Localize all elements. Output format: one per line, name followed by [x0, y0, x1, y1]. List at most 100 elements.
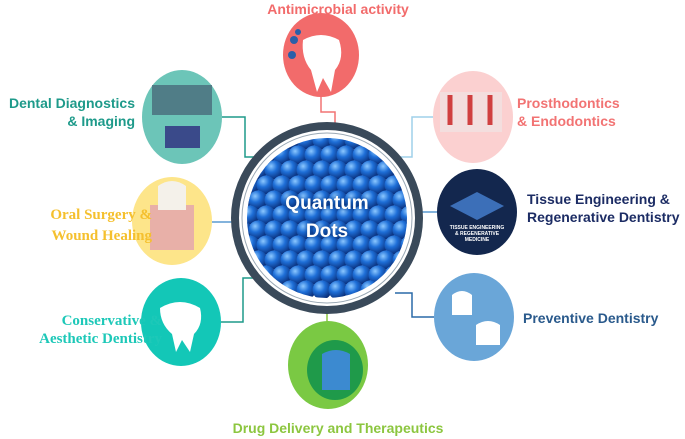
quantum-dot-sphere [320, 145, 340, 165]
quantum-dot-sphere [376, 220, 396, 240]
quantum-dot-sphere [328, 280, 348, 298]
quantum-dot-sphere [328, 138, 348, 150]
quantum-dot-sphere [256, 205, 276, 225]
label-prosthodontics: Prosthodontics & Endodontics [517, 94, 620, 130]
quantum-dot-sphere [352, 205, 372, 225]
quantum-dot-sphere [352, 175, 372, 195]
quantum-dot-sphere [328, 160, 348, 180]
quantum-dot-sphere [336, 235, 356, 255]
quantum-dot-sphere [264, 190, 284, 210]
quantum-dot-sphere [272, 235, 292, 255]
label-tissue-line-1: Tissue Engineering & [527, 191, 670, 207]
microbe-icon [295, 29, 301, 35]
quantum-dot-sphere [312, 220, 332, 240]
quantum-dot-sphere [312, 250, 332, 270]
quantum-dot-sphere [400, 205, 407, 225]
label-prosthodontics-line-2: & Endodontics [517, 113, 616, 129]
antimicrobial-tooth-shape [302, 35, 342, 92]
label-prosthodontics-line-1: Prosthodontics [517, 95, 620, 111]
quantum-dot-sphere [256, 175, 276, 195]
center-title-line-1: Quantum [285, 193, 369, 214]
quantum-dot-sphere [247, 205, 260, 225]
gum-tissue [150, 205, 194, 250]
quantum-dot-sphere [296, 220, 316, 240]
quantum-dot-sphere [272, 175, 292, 195]
quantum-dot-sphere [304, 175, 324, 195]
quantum-dot-sphere [272, 205, 292, 225]
quantum-dot-sphere [304, 235, 324, 255]
quantum-dot-sphere [248, 220, 268, 240]
label-diagnostics-line-2: & Imaging [67, 113, 135, 129]
quantum-dot-sphere [344, 160, 364, 180]
preventive-teeth-icon [434, 273, 514, 361]
label-diagnostics: Dental Diagnostics & Imaging [9, 94, 135, 130]
quantum-dot-sphere [352, 145, 372, 165]
quantum-dot-sphere [272, 265, 292, 285]
quantum-dot-sphere [280, 160, 300, 180]
quantum-dot-sphere [280, 250, 300, 270]
tissue-scaffold [450, 192, 504, 220]
quantum-dot-sphere [344, 190, 364, 210]
label-preventive: Preventive Dentistry [523, 310, 659, 326]
quantum-dot-sphere [417, 266, 436, 285]
quantum-dot-sphere [417, 176, 436, 195]
quantum-dot-sphere [288, 145, 308, 165]
quantum-dot-sphere [368, 205, 388, 225]
quantum-dot-sphere [304, 205, 324, 225]
quantum-dot-sphere [376, 190, 396, 210]
quantum-dot-sphere [296, 160, 316, 180]
quantum-dot-sphere [256, 235, 276, 255]
quantum-dot-sphere [344, 250, 364, 270]
label-conservative-line-2: Aesthetic Dentistry [39, 331, 162, 347]
quantum-dot-sphere [360, 220, 380, 240]
connector-antimicrobial [320, 97, 336, 128]
diagnostics-xray-icon [142, 70, 222, 164]
quantum-dot-sphere [320, 205, 340, 225]
connector-prosthodontics [392, 116, 433, 158]
microbe-icon [288, 51, 296, 59]
quantum-dot-sphere [288, 205, 308, 225]
quantum-dot-sphere [368, 235, 388, 255]
preventive-teeth-shapes [452, 291, 500, 345]
tissue-badge-line-1: TISSUE ENGINEERING [450, 225, 505, 231]
quantum-dot-sphere [312, 190, 332, 210]
label-tissue-line-2: Regenerative Dentistry [527, 209, 680, 225]
quantum-dot-sphere [264, 250, 284, 270]
quantum-dot-sphere [288, 265, 308, 285]
connector-preventive [395, 292, 434, 318]
quantum-dot-sphere [296, 190, 316, 210]
node-circles: TISSUE ENGINEERING & REGENERATIVE MEDICI… [132, 13, 517, 409]
label-tissue: Tissue Engineering & Regenerative Dentis… [527, 190, 680, 226]
quantum-dot-sphere [392, 138, 407, 150]
quantum-dot-sphere [384, 235, 404, 255]
quantum-dot-sphere [280, 190, 300, 210]
conservative-tooth-shape [160, 302, 202, 352]
connector-conservative [221, 277, 262, 323]
quantum-dot-sphere [247, 138, 252, 150]
quantum-dot-sphere [328, 190, 348, 210]
xray-image [152, 85, 212, 115]
quantum-dot-sphere [368, 175, 388, 195]
quantum-dot-sphere [328, 220, 348, 240]
label-oral-surgery-line-1: Oral Surgery & [50, 207, 152, 223]
quantum-dot-sphere [320, 175, 340, 195]
microbe-icon [290, 36, 298, 44]
quantum-dot-sphere [320, 265, 340, 285]
quantum-dot-sphere [336, 265, 356, 285]
quantum-dot-sphere [304, 145, 324, 165]
quantum-dot-sphere [417, 146, 436, 165]
quantum-dot-sphere [296, 250, 316, 270]
quantum-dot-sphere [264, 220, 284, 240]
label-oral-surgery: Oral Surgery & Wound Healing [50, 205, 152, 247]
tooth-crown [158, 181, 186, 210]
quantum-dot-sphere [312, 138, 332, 150]
quantum-dot-sphere [312, 160, 332, 180]
quantum-dot-sphere [376, 250, 396, 270]
quantum-dot-sphere [352, 265, 372, 285]
quantum-dot-sphere [328, 250, 348, 270]
label-oral-surgery-line-2: Wound Healing [51, 228, 152, 244]
label-drug-delivery: Drug Delivery and Therapeutics [232, 420, 444, 436]
label-antimicrobial: Antimicrobial activity [267, 1, 409, 17]
